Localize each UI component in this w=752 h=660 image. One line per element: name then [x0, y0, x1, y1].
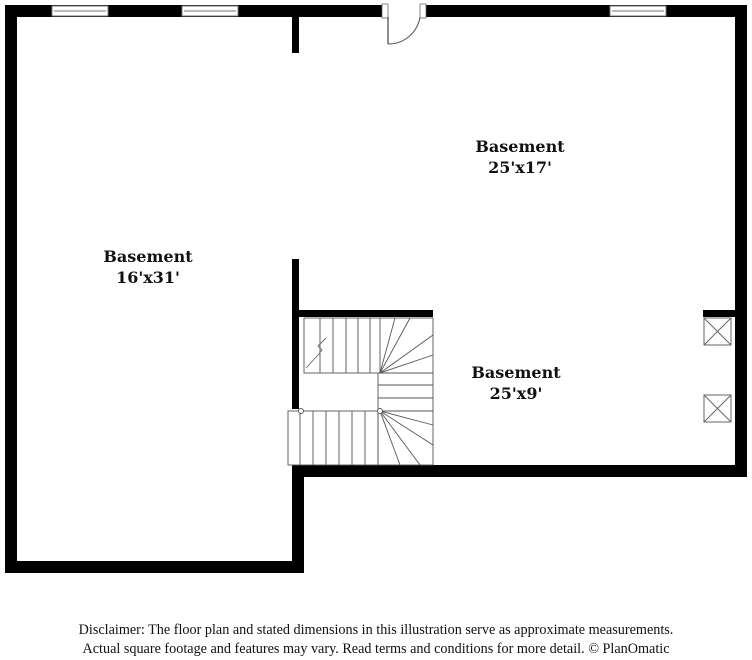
wall-step-vertical: [292, 465, 304, 573]
room-dimensions: 16'x31': [116, 268, 180, 287]
wall-right: [735, 5, 747, 477]
interior-walls: [292, 14, 737, 409]
right-wall-stub: [703, 310, 737, 317]
disclaimer-line-2: Actual square footage and features may v…: [82, 641, 670, 657]
wall-bottom-left: [5, 561, 304, 573]
room-name: Basement: [475, 137, 565, 156]
support-posts: [703, 317, 732, 423]
door-icon: [381, 3, 427, 45]
room-name: Basement: [103, 247, 193, 266]
room-label-basement-25x9: Basement 25'x9': [471, 363, 561, 403]
floor-plan: Basement 25'x17' Basement 16'x31' Baseme…: [5, 3, 747, 573]
exterior-walls: [5, 5, 747, 573]
room-label-basement-25x17: Basement 25'x17': [475, 137, 565, 177]
room-dimensions: 25'x17': [488, 158, 552, 177]
stair-enclosure-wall: [292, 310, 433, 317]
disclaimer-line-1: Disclaimer: The floor plan and stated di…: [78, 622, 674, 638]
window-icon: [609, 5, 667, 17]
post-icon: [703, 394, 732, 423]
staircase: [287, 317, 434, 466]
post-icon: [703, 317, 732, 346]
wall-left: [5, 5, 17, 573]
room-name: Basement: [471, 363, 561, 382]
windows: [51, 5, 667, 17]
interior-wall-stub-top: [292, 14, 299, 53]
interior-wall-divider: [292, 259, 299, 409]
room-label-basement-16x31: Basement 16'x31': [103, 247, 193, 287]
room-dimensions: 25'x9': [490, 384, 543, 403]
window-icon: [51, 5, 109, 17]
wall-bottom-right: [292, 465, 747, 477]
window-icon: [181, 5, 239, 17]
